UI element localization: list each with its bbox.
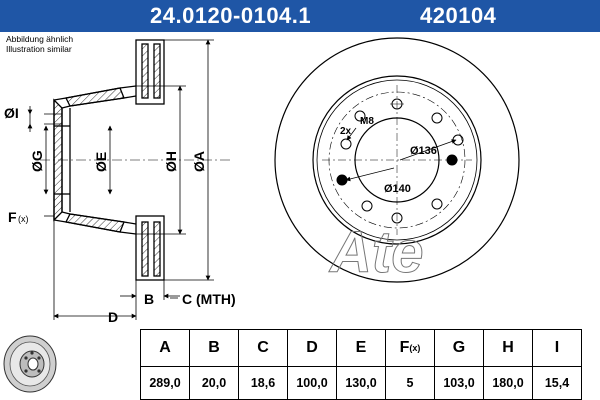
spec-value-A: 289,0 [140,366,190,400]
spec-value-G: 103,0 [434,366,484,400]
spec-value-B: 20,0 [189,366,239,400]
vent-slot-top-2 [153,43,161,99]
label-dim-G: ØG [29,150,45,172]
front-view [274,37,520,283]
spec-table: A B C D E F(x) G H I 289,0 20,0 18,6 100… [140,329,582,400]
label-thread: M8 [360,116,374,127]
spec-header-F-letter: F [399,339,410,356]
vent-slot-bottom-1 [141,221,149,277]
spec-value-E: 130,0 [336,366,386,400]
spec-value-H: 180,0 [483,366,533,400]
label-dim-C: C (MTH) [182,291,236,307]
spec-header-row: A B C D E F(x) G H I [140,329,582,367]
spec-value-C: 18,6 [238,366,288,400]
spec-header-I: I [532,329,582,367]
hat-inner-circle [316,79,478,241]
disc-thumbnail-image [3,335,57,393]
reference-number: 420104 [420,3,497,28]
spec-header-E: E [336,329,386,367]
spec-header-B: B [189,329,239,367]
label-pcd-136: Ø136 [410,145,437,157]
vent-slot-bottom-2 [153,221,161,277]
bolt-holes [336,98,464,224]
brand-watermark: Ate [328,220,423,285]
disc-outer-edge [274,37,520,283]
label-dim-H: ØH [163,151,179,172]
label-dim-A: ØA [191,151,207,172]
spec-header-C: C [238,329,288,367]
part-number: 24.0120-0104.1 [150,3,312,28]
spec-header-D: D [287,329,337,367]
spec-header-F-sub: (x) [409,343,421,353]
label-dim-I: ØI [4,105,19,121]
friction-ring-top [135,39,165,105]
label-thread-count: 2x [340,126,352,137]
note-line-english: Illustration similar [6,44,72,54]
spec-header-F: F(x) [385,329,435,367]
spec-value-F: 5 [385,366,435,400]
spec-header-A: A [140,329,190,367]
spec-header-G: G [434,329,484,367]
spec-value-D: 100,0 [287,366,337,400]
label-dim-F-sub: (x) [18,214,29,224]
vent-slot-top-1 [141,43,149,99]
label-dim-D: D [108,309,118,325]
illustration-note: Abbildung ähnlich Illustration similar [6,34,73,54]
label-dim-B: B [144,291,154,307]
note-line-german: Abbildung ähnlich [6,34,74,44]
label-dim-F: F [8,209,17,225]
spec-value-I: 15,4 [532,366,582,400]
spec-value-row: 289,0 20,0 18,6 100,0 130,0 5 103,0 180,… [140,366,582,400]
hat-outer-circle [312,75,482,245]
friction-ring-bottom [135,215,165,281]
side-section-view [27,39,230,320]
label-dim-E: ØE [93,152,109,172]
header-bar: 24.0120-0104.1 420104 [0,0,600,32]
hat-bottom-hatch [65,213,125,233]
hat-top-hatch [65,87,125,107]
hat-wall-hatch [53,98,63,222]
label-pcd-140: Ø140 [384,183,411,195]
spec-header-H: H [483,329,533,367]
